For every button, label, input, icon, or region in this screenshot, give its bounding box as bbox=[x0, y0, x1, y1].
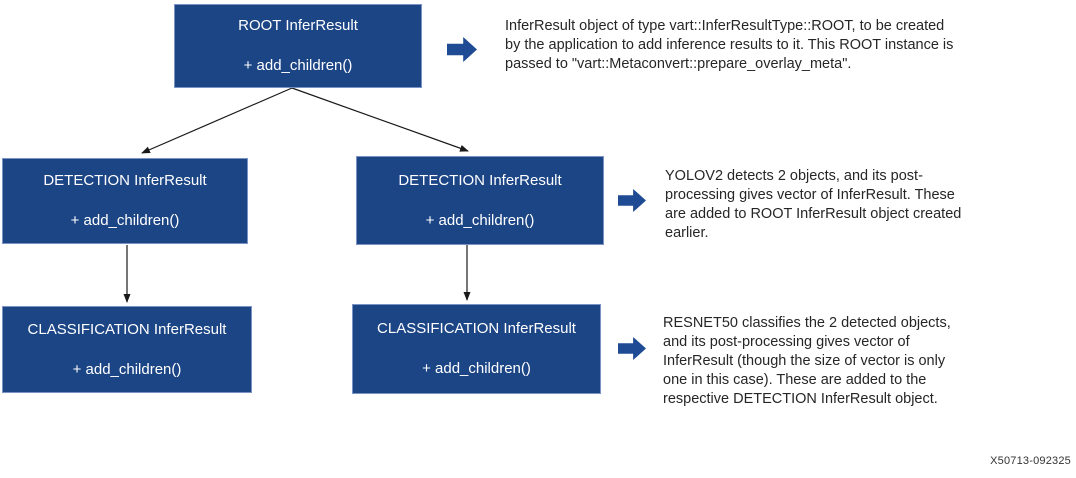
node-title: DETECTION InferResult bbox=[398, 171, 562, 189]
classification-annotation-text: RESNET50 classifies the 2 detected objec… bbox=[663, 315, 951, 407]
node-title: ROOT InferResult bbox=[238, 17, 358, 34]
block-arrow-right-icon bbox=[618, 189, 646, 212]
node-method: + add_children() bbox=[70, 212, 180, 229]
node-title: CLASSIFICATION InferResult bbox=[377, 320, 576, 337]
node-method: + add_children() bbox=[243, 57, 353, 74]
detection-inferresult-node-left: DETECTION InferResult + add_children() bbox=[2, 158, 248, 244]
classification-inferresult-node-right: CLASSIFICATION InferResult + add_childre… bbox=[352, 304, 601, 394]
detection-annotation-text: YOLOV2 detects 2 objects, and its post- … bbox=[665, 168, 962, 241]
node-method: + add_children() bbox=[422, 360, 531, 377]
node-method: + add_children() bbox=[425, 211, 535, 229]
node-title: CLASSIFICATION InferResult bbox=[27, 320, 227, 338]
block-arrow-right-icon bbox=[447, 37, 477, 62]
block-arrow-right-icon bbox=[618, 337, 646, 360]
node-method: + add_children() bbox=[72, 360, 182, 378]
figure-id-label: X50713-092325 bbox=[990, 455, 1071, 467]
classification-inferresult-node-left: CLASSIFICATION InferResult + add_childre… bbox=[2, 306, 252, 393]
root-inferresult-node: ROOT InferResult + add_children() bbox=[174, 4, 422, 88]
node-title: DETECTION InferResult bbox=[43, 172, 207, 189]
root-annotation-text: InferResult object of type vart::InferRe… bbox=[505, 18, 954, 72]
detection-inferresult-node-right: DETECTION InferResult + add_children() bbox=[356, 156, 604, 245]
